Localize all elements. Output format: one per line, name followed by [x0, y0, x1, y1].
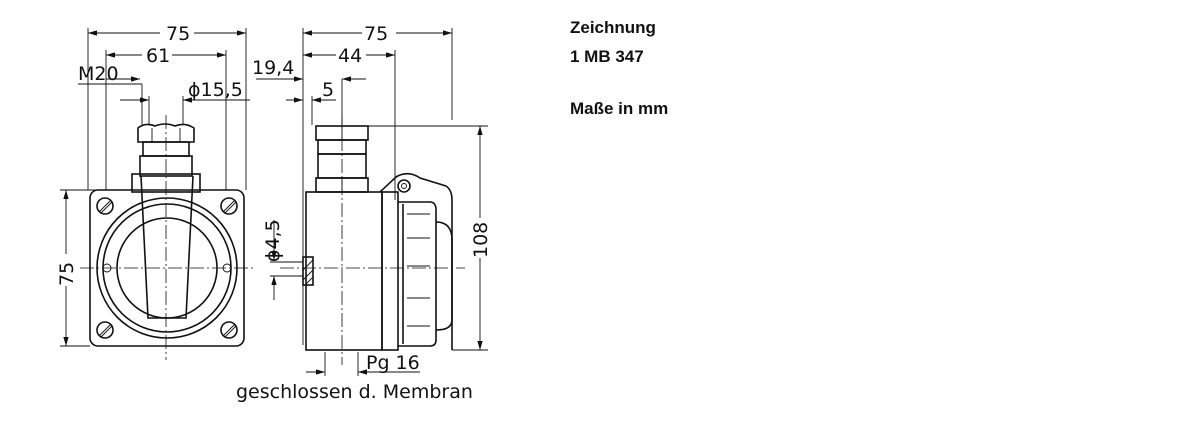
dim-front-height-75: 75	[56, 262, 78, 286]
side-view: 75 44 19,4 5	[236, 22, 492, 403]
dim-front-width-61: 61	[146, 45, 170, 67]
units-note: Maße in mm	[570, 99, 669, 118]
front-view: 75 61 M20 ϕ15,5	[54, 22, 255, 360]
dim-hole-diameter: ϕ4,5	[262, 219, 284, 262]
dim-front-width-75: 75	[166, 23, 190, 45]
dim-offset-19-4: 19,4	[252, 57, 294, 79]
dim-thread-m20: M20	[78, 63, 119, 85]
dim-side-depth-44: 44	[338, 45, 362, 67]
dim-cable-diameter: ϕ15,5	[188, 79, 243, 101]
gland-caption: geschlossen d. Membran	[236, 381, 473, 403]
dim-side-height-108: 108	[470, 222, 492, 258]
drawing-label: Zeichnung	[570, 18, 656, 37]
drawing-number: 1 MB 347	[570, 47, 644, 66]
screw-icon	[96, 197, 238, 339]
dim-gland-offset-5: 5	[322, 79, 334, 101]
dim-side-depth-75: 75	[364, 23, 388, 45]
dim-gland-thread-pg16: Pg 16	[366, 352, 420, 374]
